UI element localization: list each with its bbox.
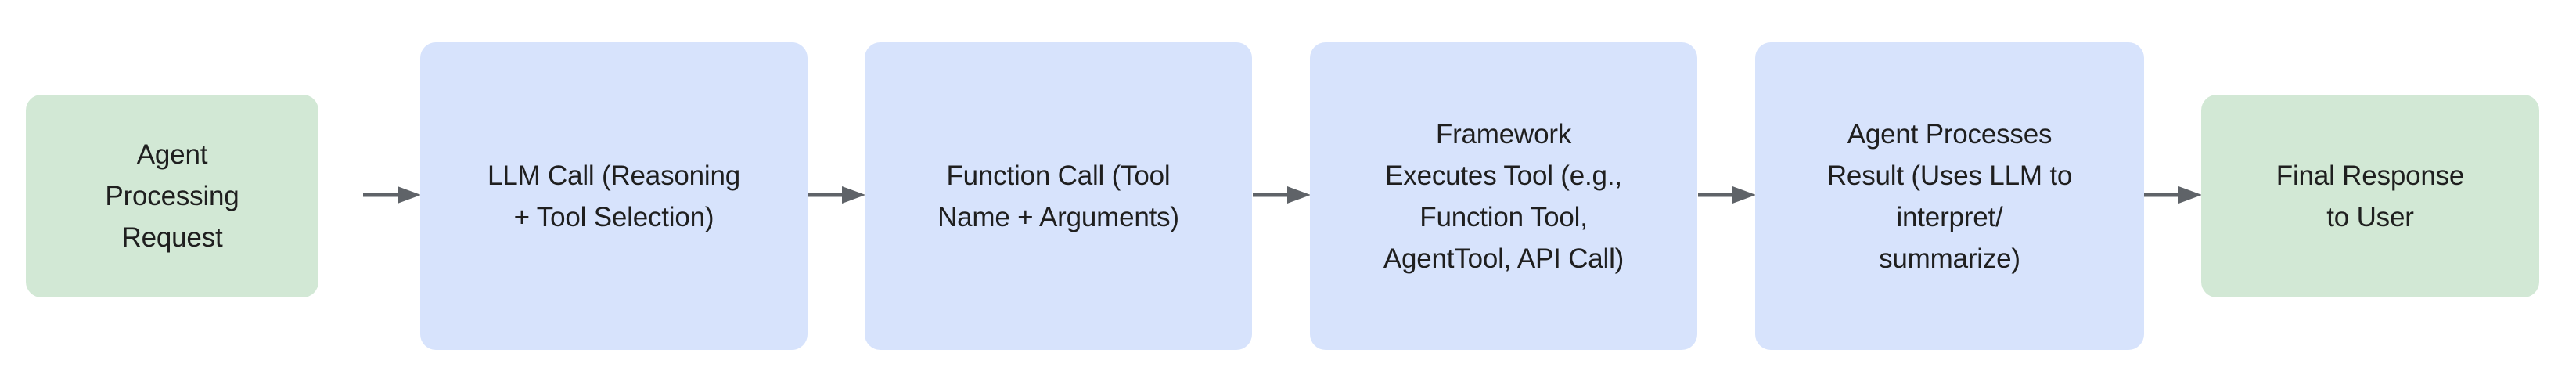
- flow-arrow-1: [363, 184, 421, 206]
- flow-arrow-3: [1253, 184, 1311, 206]
- flow-node-framework-executes-tool[interactable]: Framework Executes Tool (e.g., Function …: [1310, 42, 1697, 350]
- flow-node-function-call[interactable]: Function Call (Tool Name + Arguments): [865, 42, 1252, 350]
- flow-node-label: Function Call (Tool Name + Arguments): [937, 160, 1179, 232]
- flow-arrow-5: [2144, 184, 2202, 206]
- flow-node-label: LLM Call (Reasoning + Tool Selection): [487, 160, 741, 232]
- flow-arrow-4: [1698, 184, 1756, 206]
- flow-node-label: Framework Executes Tool (e.g., Function …: [1383, 118, 1624, 274]
- flow-node-llm-call[interactable]: LLM Call (Reasoning + Tool Selection): [420, 42, 808, 350]
- flow-node-label: Final Response to User: [2276, 160, 2465, 232]
- flow-node-label: Agent Processes Result (Uses LLM to inte…: [1826, 118, 2073, 274]
- flow-node-agent-processing-request[interactable]: Agent Processing Request: [26, 95, 318, 297]
- flow-arrow-2: [808, 184, 865, 206]
- flow-node-final-response-to-user[interactable]: Final Response to User: [2201, 95, 2539, 297]
- flow-node-label: Agent Processing Request: [105, 139, 239, 253]
- flow-node-agent-processes-result[interactable]: Agent Processes Result (Uses LLM to inte…: [1755, 42, 2144, 350]
